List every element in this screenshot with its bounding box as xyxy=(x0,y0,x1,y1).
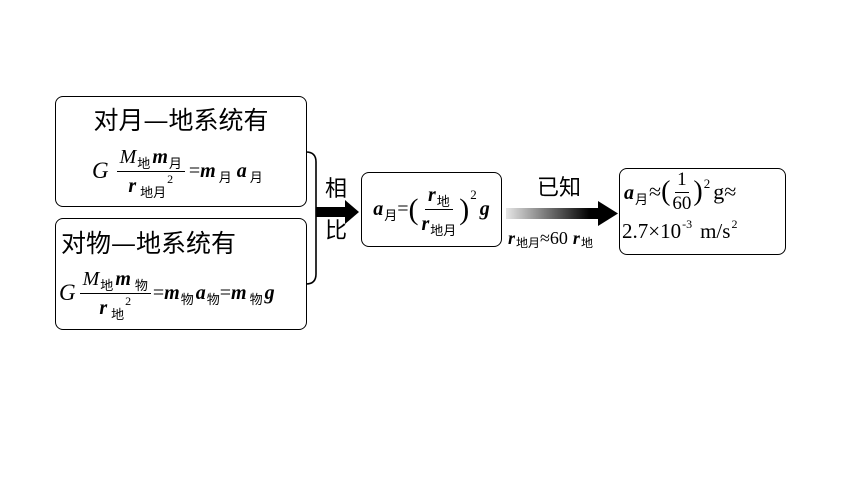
symbol-gravity: g xyxy=(479,198,490,220)
moon-earth-title: 对月—地系统有 xyxy=(93,106,269,135)
subscript-earth: 地 xyxy=(580,235,593,250)
object-earth-fraction: M 地 m 物 r 地 2 xyxy=(79,267,151,322)
symbol-distance: r xyxy=(508,227,516,248)
symbol-acceleration: a xyxy=(236,159,247,182)
fraction-numerator: r 地 xyxy=(424,184,453,210)
symbol-distance: r xyxy=(572,227,580,248)
subscript-earth-moon: 地月 xyxy=(430,224,457,239)
ratio-formula: a 月 = ( r 地 r 地月 ) 2 g xyxy=(362,177,501,242)
known-arrow-shape xyxy=(506,201,618,226)
subscript-object: 物 xyxy=(206,292,220,308)
bracket-line xyxy=(305,151,317,285)
approx-sign: ≈ xyxy=(649,179,662,204)
unit-exponent: 2 xyxy=(731,216,738,231)
equals-sign: = xyxy=(397,198,409,220)
symbol-distance: r xyxy=(421,213,430,235)
exponent-2: 2 xyxy=(470,186,477,202)
symbol-acceleration: a xyxy=(373,198,384,220)
exponent-2: 2 xyxy=(703,176,711,191)
distance-condition-group: r 地月 ≈60 r 地 xyxy=(508,227,593,250)
subscript-object: 物 xyxy=(134,278,148,294)
symbol-g-constant: G xyxy=(59,280,76,305)
moon-earth-formula: G M 地 m 月 r 地月 2 = m 月 a 月 xyxy=(92,141,263,201)
fraction-numerator: 1 xyxy=(675,169,689,193)
grouping-bracket xyxy=(305,151,317,285)
known-arrow xyxy=(506,201,618,226)
fraction-numerator: M 地 m 物 xyxy=(79,267,151,294)
left-parenthesis: ( xyxy=(408,192,419,226)
result-mantissa: 2.7×10 xyxy=(622,218,682,243)
compare-label-top: 相 xyxy=(325,177,348,202)
symbol-earth-mass: M xyxy=(82,267,100,290)
distance-condition: r 地月 ≈60 r 地 xyxy=(508,226,593,250)
exponent-2: 2 xyxy=(167,171,174,186)
subscript-earth-moon: 地月 xyxy=(140,185,167,201)
subscript-moon: 月 xyxy=(635,193,649,208)
moon-earth-fraction: M 地 m 月 r 地月 2 xyxy=(116,145,185,200)
symbol-gravity: g xyxy=(264,281,275,304)
compare-arrow xyxy=(316,200,359,224)
radius-ratio-fraction: r 地 r 地月 xyxy=(418,184,459,239)
object-earth-box: 对物—地系统有 G M 地 m 物 r 地 2 = m 物 a 物 = m 物 xyxy=(55,218,307,330)
compare-label-bottom: 比 xyxy=(325,219,348,244)
object-earth-title: 对物—地系统有 xyxy=(61,229,237,258)
result-line-1: a 月 ≈ ( 1 60 ) 2 g≈ xyxy=(624,169,737,215)
symbol-acceleration: a xyxy=(624,182,634,204)
subscript-moon: 月 xyxy=(384,209,398,224)
fraction-denominator: r 地 2 xyxy=(96,293,134,322)
fraction-numerator: M 地 m 月 xyxy=(116,145,185,172)
subscript-earth: 地 xyxy=(436,195,450,210)
compare-arrow-shape xyxy=(316,200,359,224)
subscript-earth: 地 xyxy=(100,278,114,294)
symbol-object-mass: m xyxy=(164,281,180,304)
result-unit: m/s xyxy=(700,218,731,243)
one-sixtieth-fraction: 1 60 xyxy=(670,169,693,215)
result-exponent: -3 xyxy=(682,216,693,231)
result-value: 2.7×10 -3 m/s 2 xyxy=(622,216,738,244)
moon-acceleration-term: a 月 ≈ xyxy=(624,179,662,208)
approx-sixty: ≈60 xyxy=(540,227,568,248)
fraction-denominator: r 地月 2 xyxy=(125,171,176,200)
subscript-moon: 月 xyxy=(249,170,263,186)
equals-sign: = xyxy=(188,159,201,182)
symbol-distance: r xyxy=(427,184,436,206)
object-earth-formula: G M 地 m 物 r 地 2 = m 物 a 物 = m 物 g xyxy=(59,263,275,323)
result-line-2: 2.7×10 -3 m/s 2 xyxy=(622,215,737,247)
ratio-box: a 月 = ( r 地 r 地月 ) 2 g xyxy=(361,172,502,247)
subscript-moon: 月 xyxy=(168,156,182,172)
subscript-moon: 月 xyxy=(218,170,232,186)
known-label: 已知 xyxy=(537,176,582,201)
fraction-denominator: r 地月 xyxy=(418,210,459,239)
symbol-object-mass: m xyxy=(231,281,247,304)
moon-earth-rhs: = m 月 a 月 xyxy=(188,159,263,186)
symbol-object-mass: m xyxy=(115,267,131,290)
object-earth-rhs: = m 物 a 物 = m 物 g xyxy=(152,281,275,308)
exponent-2: 2 xyxy=(125,293,132,308)
symbol-earth-mass: M xyxy=(119,145,137,168)
result-box: a 月 ≈ ( 1 60 ) 2 g≈ 2.7×10 -3 m/s 2 xyxy=(619,168,786,255)
equals-sign: = xyxy=(219,281,232,304)
subscript-object: 物 xyxy=(249,292,263,308)
moon-acceleration-term: a 月 = xyxy=(373,198,409,224)
right-parenthesis: ) xyxy=(693,176,703,207)
subscript-earth: 地 xyxy=(137,156,151,172)
symbol-distance: r xyxy=(128,174,137,197)
symbol-acceleration: a xyxy=(195,281,206,304)
right-parenthesis: ) xyxy=(459,192,470,226)
gravity-approx: g≈ xyxy=(713,179,737,204)
symbol-moon-mass: m xyxy=(152,145,168,168)
subscript-earth: 地 xyxy=(111,307,125,323)
symbol-g-constant: G xyxy=(92,158,109,183)
fraction-denominator: 60 xyxy=(672,192,692,214)
moon-earth-box: 对月—地系统有 G M 地 m 月 r 地月 2 = m 月 a 月 xyxy=(55,96,307,207)
equals-sign: = xyxy=(152,281,165,304)
left-parenthesis: ( xyxy=(661,176,671,207)
subscript-object: 物 xyxy=(180,292,194,308)
symbol-moon-mass: m xyxy=(200,159,216,182)
subscript-earth-moon: 地月 xyxy=(516,235,541,250)
symbol-distance: r xyxy=(99,296,108,319)
